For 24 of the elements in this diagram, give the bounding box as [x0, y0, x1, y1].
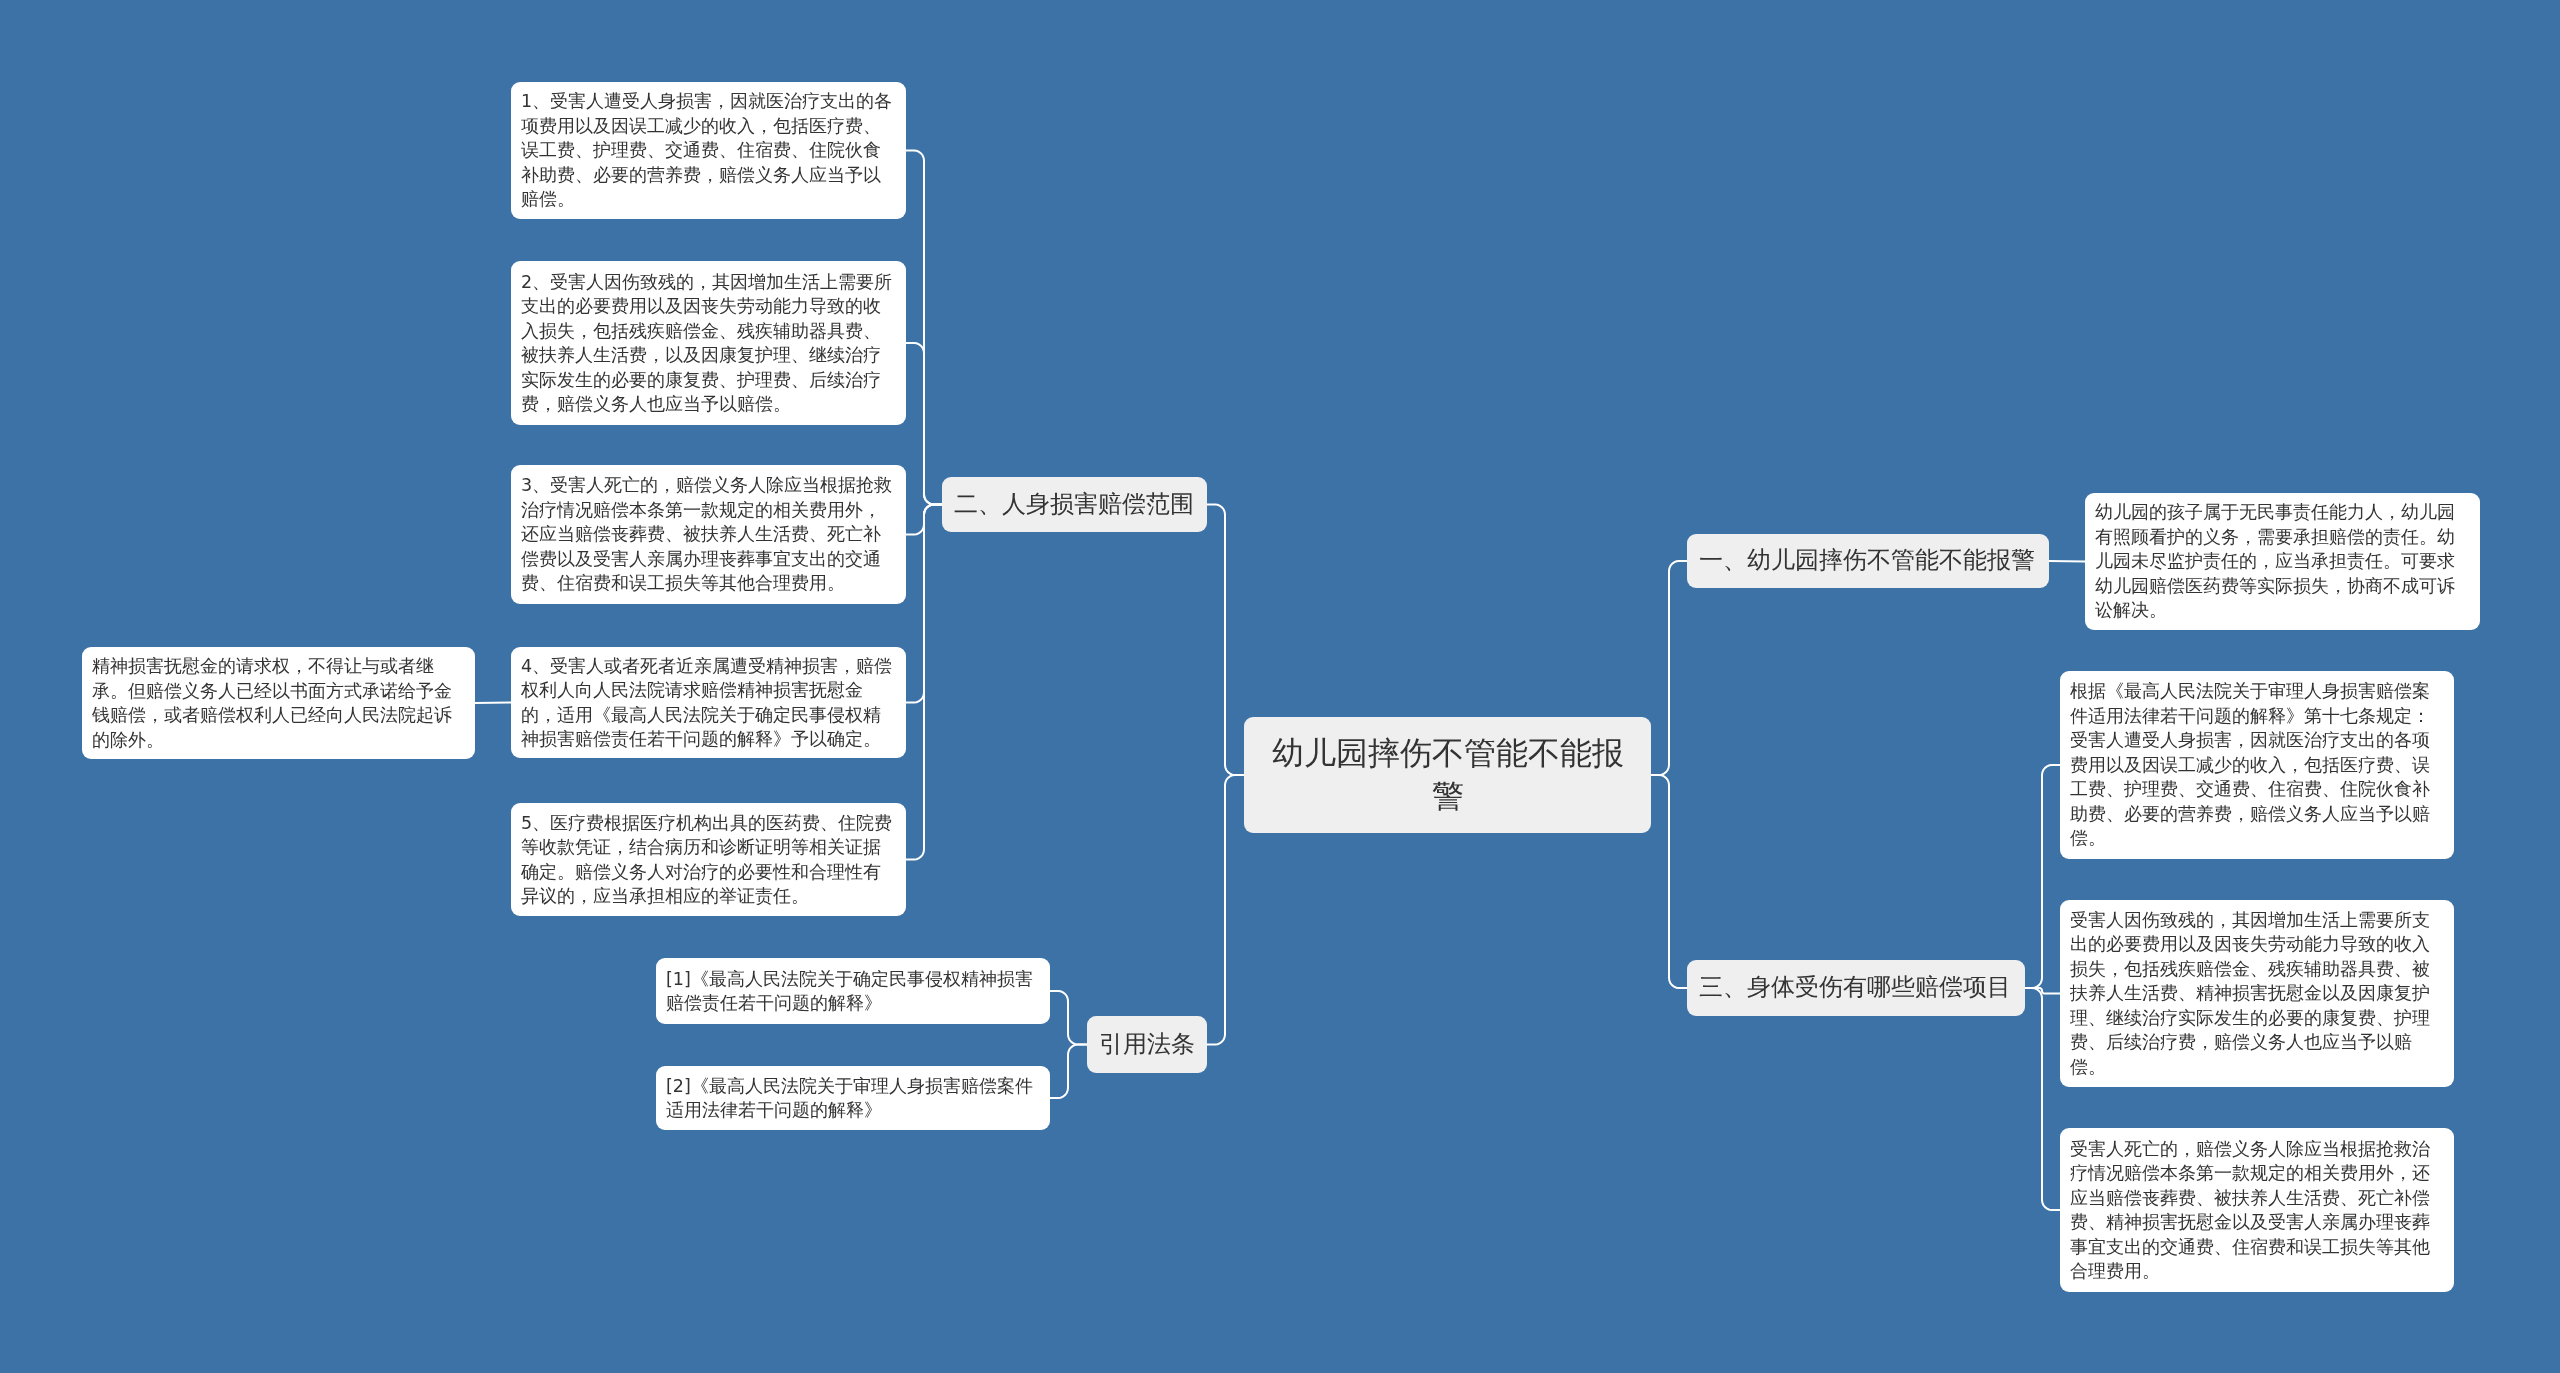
branch-topic-box: 引用法条 [1087, 1016, 1207, 1073]
branch-topic-box: 三、身体受伤有哪些赔偿项目 [1687, 960, 2025, 1016]
detail-text-box: 幼儿园的孩子属于无民事责任能力人，幼儿园有照顾看护的义务，需要承担赔偿的责任。幼儿园未尽监护责任的，应当承担责任。可要求幼儿园赔偿医药费等实际损失，协商不成可诉讼解决。 [2085, 493, 2480, 630]
branch-topic-box: 一、幼儿园摔伤不管能不能报警 [1687, 534, 2049, 588]
detail-text-box: [1]《最高人民法院关于确定民事侵权精神损害赔偿责任若干问题的解释》 [656, 958, 1050, 1024]
detail-text-box: 3、受害人死亡的，赔偿义务人除应当根据抢救治疗情况赔偿本条第一款规定的相关费用外，还应当赔偿丧葬费、被扶养人生活费、死亡补偿费以及受害人亲属办理丧葬事宜支出的交通费、住宿费和误工损失等其他合理费用。 [511, 465, 906, 604]
connector-line [2048, 560, 2086, 563]
branch-topic-box: 二、人身损害赔偿范围 [942, 477, 1207, 532]
detail-text-box: 2、受害人因伤致残的，其因增加生活上需要所支出的必要费用以及因丧失劳动能力导致的收入损失，包括残疾赔偿金、残疾辅助器具费、被扶养人生活费，以及因康复护理、继续治疗实际发生的必要的康复费、护理费、后续治疗费，赔偿义务人也应当予以赔偿。 [511, 261, 906, 425]
detail-text-box: 精神损害抚慰金的请求权，不得让与或者继承。但赔偿义务人已经以书面方式承诺给予金钱赔偿，或者赔偿权利人已经向人民法院起诉的除外。 [82, 647, 475, 759]
detail-text-box: 根据《最高人民法院关于审理人身损害赔偿案件适用法律若干问题的解释》第十七条规定：受害人遭受人身损害，因就医治疗支出的各项费用以及因误工减少的收入，包括医疗费、误工费、护理费、交通费、住宿费、住院伙食补助费、必要的营养费，赔偿义务人应当予以赔偿。 [2060, 671, 2454, 859]
connector-line [1049, 1043, 1088, 1099]
detail-text-box: 受害人死亡的，赔偿义务人除应当根据抢救治疗情况赔偿本条第一款规定的相关费用外，还应当赔偿丧葬费、被扶养人生活费、死亡补偿费、精神损害抚慰金以及受害人亲属办理丧葬事宜支出的交通费、住宿费和误工损失等其他合理费用。 [2060, 1128, 2454, 1292]
detail-text-box: 4、受害人或者死者近亲属遭受精神损害，赔偿权利人向人民法院请求赔偿精神损害抚慰金的，适用《最高人民法院关于确定民事侵权精神损害赔偿责任若干问题的解释》予以确定。 [511, 647, 906, 758]
detail-text-box: 5、医疗费根据医疗机构出具的医药费、住院费等收款凭证，结合病历和诊断证明等相关证据确定。赔偿义务人对治疗的必要性和合理性有异议的，应当承担相应的举证责任。 [511, 803, 906, 916]
detail-text-box: 受害人因伤致残的，其因增加生活上需要所支出的必要费用以及因丧失劳动能力导致的收入损失，包括残疾赔偿金、残疾辅助器具费、被扶养人生活费、精神损害抚慰金以及因康复护理、继续治疗实际发生的必要的康复费、护理费、后续治疗费，赔偿义务人也应当予以赔偿。 [2060, 900, 2454, 1087]
connector-line [905, 503, 943, 861]
central-topic-box: 幼儿园摔伤不管能不能报警 [1244, 717, 1651, 833]
connector-line [474, 701, 512, 704]
detail-text-box: 1、受害人遭受人身损害，因就医治疗支出的各项费用以及因误工减少的收入，包括医疗费、误工费、护理费、交通费、住宿费、住院伙食补助费、必要的营养费，赔偿义务人应当予以赔偿。 [511, 82, 906, 219]
connector-line [1650, 774, 1688, 989]
detail-text-box: [2]《最高人民法院关于审理人身损害赔偿案件适用法律若干问题的解释》 [656, 1066, 1050, 1130]
connector-line [2024, 987, 2061, 1211]
connector-line [1206, 774, 1245, 1046]
